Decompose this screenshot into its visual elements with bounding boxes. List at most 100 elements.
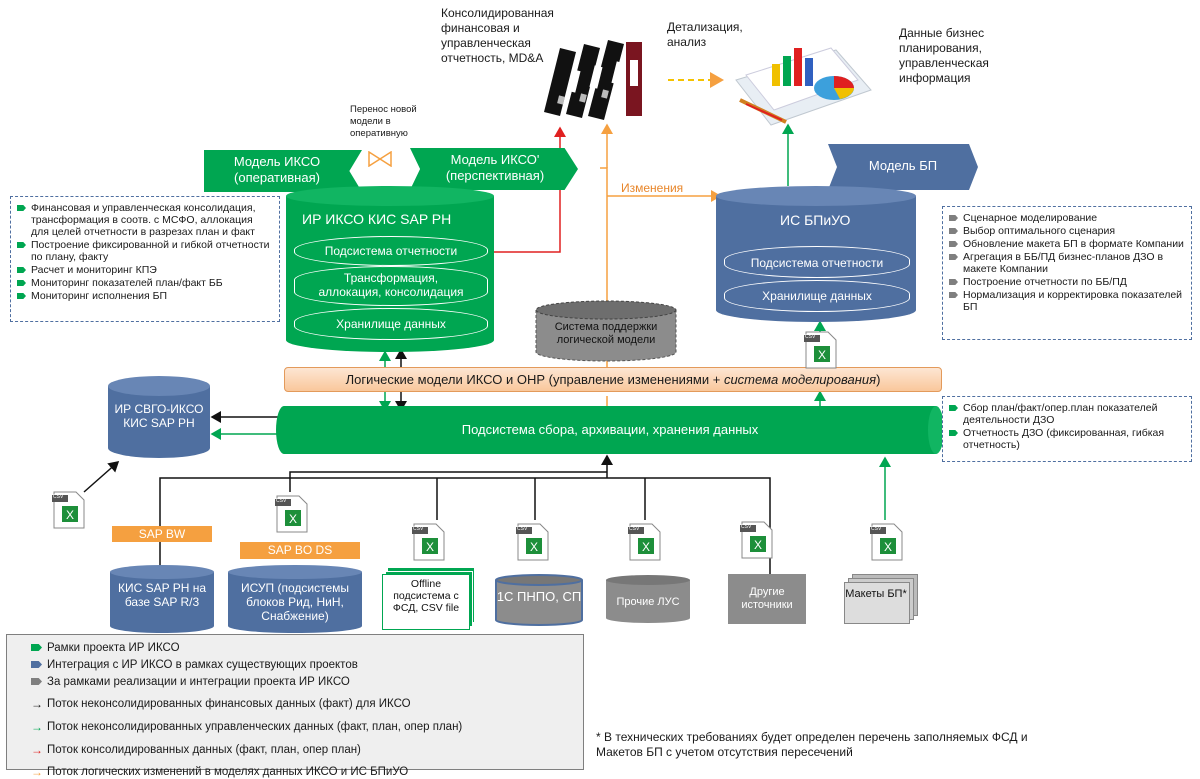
legend-flow-orange: → Поток логических изменений в моделях да… — [31, 765, 583, 779]
bp-functions-list: Сценарное моделирование Выбор оптимально… — [949, 212, 1185, 313]
model-ikso-perspective-label: Модель ИКСО' (перспективная) — [445, 152, 545, 183]
list-item: Расчет и мониторинг КПЭ — [17, 264, 273, 276]
list-item: Сценарное моделирование — [949, 212, 1185, 224]
dzo-collect-box: Сбор план/факт/опер.план показателей дея… — [942, 396, 1192, 462]
ikso-functions-list: Финансовая и управленческая консолидация… — [17, 202, 273, 302]
black-bus — [159, 477, 771, 574]
kis-sap-label: КИС SAP PH на базе SAP R/3 — [117, 581, 207, 609]
business-charts-icon — [726, 30, 876, 130]
support-system: Система поддержки логической модели — [532, 300, 680, 362]
csv-tag: CSV — [53, 494, 64, 500]
main-cylinder: ИР ИКСО КИС SAP PH Подсистема отчетности… — [286, 186, 494, 352]
sap-bw-label: SAP BW — [112, 526, 212, 542]
list-item: Построение фиксированной и гибкой отчетн… — [17, 239, 273, 263]
legend-scope: Рамки проекта ИР ИКСО — [31, 641, 583, 655]
offline-subsystem: Offline подсистема с ФСД, CSV file — [382, 568, 476, 630]
black-arrow-icon: → — [31, 697, 43, 711]
bp-band-reporting: Подсистема отчетности — [724, 246, 910, 278]
ikso-functions-box: Финансовая и управленческая консолидация… — [10, 196, 280, 322]
svg-text:X: X — [818, 348, 826, 362]
bp-band-storage: Хранилище данных — [724, 280, 910, 312]
logic-bar-text: Логические модели ИКСО и ОНР (управление… — [345, 372, 724, 387]
logic-bar-italic: система моделирования — [723, 372, 877, 387]
main-band-reporting-label: Подсистема отчетности — [324, 244, 458, 258]
black-csv-to-svgo — [83, 461, 120, 493]
gray-flag-icon — [31, 678, 42, 685]
binders-icon — [540, 30, 650, 120]
logic-models-bar: Логические модели ИКСО и ОНР (управление… — [284, 367, 942, 392]
bp-data-label: Данные бизнес планирования, управленческ… — [899, 26, 989, 85]
model-ikso-perspective: Модель ИКСО' (перспективная) — [410, 148, 578, 190]
transfer-label: Перенос новой модели в оперативную — [350, 104, 417, 139]
bp-cylinder: ИС БПиУО Подсистема отчетности Хранилище… — [716, 186, 916, 322]
main-band-storage-label: Хранилище данных — [336, 317, 446, 331]
csv-file-icon: X CSV — [870, 522, 904, 562]
csv-file-icon: X CSV — [516, 522, 550, 562]
collect-subsystem-label: Подсистема сбора, архивации, хранения да… — [461, 422, 759, 437]
svg-text:X: X — [754, 538, 762, 552]
other-sources-label: Другие источники — [741, 586, 793, 611]
legend-out-of-scope: За рамками реализации и интеграции проек… — [31, 675, 583, 689]
changes-label: Изменения — [621, 181, 684, 195]
legend-integration: Интеграция с ИР ИКСО в рамках существующ… — [31, 658, 583, 672]
other-lus-label: Прочие ЛУС — [616, 596, 680, 608]
c1-cylinder: 1С ПНПО, СП — [494, 574, 584, 626]
list-item: Финансовая и управленческая консолидация… — [17, 202, 273, 238]
list-item: Выбор оптимального сценария — [949, 225, 1185, 237]
svg-text:X: X — [289, 512, 297, 526]
list-item: Сбор план/факт/опер.план показателей дея… — [949, 402, 1185, 426]
reports-label: Консолидированная финансовая и управленч… — [441, 6, 554, 65]
list-item: Мониторинг исполнения БП — [17, 290, 273, 302]
svgo-cylinder-label: ИР СВГО-ИКСО КИС SAP PH — [114, 402, 204, 430]
black-isup-line — [289, 471, 607, 492]
list-item: Нормализация и корректировка показателей… — [949, 289, 1185, 313]
csv-file-icon: X CSV — [740, 520, 774, 560]
list-item: Отчетность ДЗО (фиксированная, гибкая от… — [949, 427, 1185, 451]
orange-arrow-icon: → — [31, 765, 43, 779]
csv-tag: CSV — [517, 526, 528, 532]
model-bp-label: Модель БП — [868, 158, 938, 173]
other-sources-box: Другие источники — [728, 574, 806, 624]
csv-tag: CSV — [871, 526, 882, 532]
main-band-storage: Хранилище данных — [294, 308, 488, 340]
svg-text:X: X — [530, 540, 538, 554]
svg-text:X: X — [66, 508, 74, 522]
legend-flow-orange-label: Поток логических изменений в моделях дан… — [47, 766, 409, 778]
legend-flow-red: →Поток консолидированных данных (факт, п… — [31, 743, 583, 757]
bp-band-storage-label: Хранилище данных — [762, 289, 872, 303]
list-item: Мониторинг показателей план/факт ББ — [17, 277, 273, 289]
red-arrow-icon: → — [31, 743, 43, 757]
model-ikso-operational-label: Модель ИКСО (оперативная) — [233, 154, 321, 185]
legend-integration-label: Интеграция с ИР ИКСО в рамках существующ… — [47, 659, 358, 671]
list-item: Агрегация в ББ/ПД бизнес-планов ДЗО в ма… — [949, 251, 1185, 275]
blue-flag-icon — [31, 661, 42, 668]
isup-label: ИСУП (подсистемы блоков Рид, НиН, Снабже… — [241, 581, 349, 623]
list-item: Обновление макета БП в формате Компании — [949, 238, 1185, 250]
csv-tag: CSV — [741, 524, 752, 530]
csv-file-icon: X CSV — [275, 494, 309, 534]
main-band-reporting: Подсистема отчетности — [294, 236, 488, 266]
legend-flow-black-label: Поток неконсолидированных финансовых дан… — [47, 698, 411, 710]
csv-tag: CSV — [629, 526, 640, 532]
legend-flow-black: → Поток неконсолидированных финансовых да… — [31, 697, 583, 711]
c1-label: 1С ПНПО, СП — [496, 589, 582, 604]
other-lus-cylinder: Прочие ЛУС — [606, 574, 690, 624]
kis-sap-cylinder: КИС SAP PH на базе SAP R/3 — [110, 564, 214, 634]
svg-text:X: X — [426, 540, 434, 554]
sap-bo-label: SAP BO DS — [240, 542, 360, 559]
collect-subsystem: Подсистема сбора, архивации, хранения да… — [276, 402, 944, 458]
legend-flow-green: → Поток неконсолидированных управленчески… — [31, 720, 583, 734]
bp-band-reporting-label: Подсистема отчетности — [750, 256, 884, 270]
csv-tag: CSV — [805, 334, 816, 340]
green-flag-icon — [31, 644, 42, 651]
csv-tag: CSV — [276, 498, 287, 504]
green-arrow-icon: → — [31, 720, 43, 734]
csv-file-icon: X CSV — [52, 490, 86, 530]
support-system-label: Система поддержки логической модели — [554, 321, 658, 346]
bp-cylinder-title: ИС БПиУО — [780, 212, 851, 228]
svg-text:X: X — [884, 540, 892, 554]
legend-flow-green-label: Поток неконсолидированных управленческих… — [47, 721, 463, 733]
model-ikso-operational: Модель ИКСО (оперативная) — [204, 150, 362, 192]
main-band-transform-label: Трансформация, аллокация, консолидация — [318, 271, 464, 299]
main-band-transform: Трансформация, аллокация, консолидация — [294, 266, 488, 306]
